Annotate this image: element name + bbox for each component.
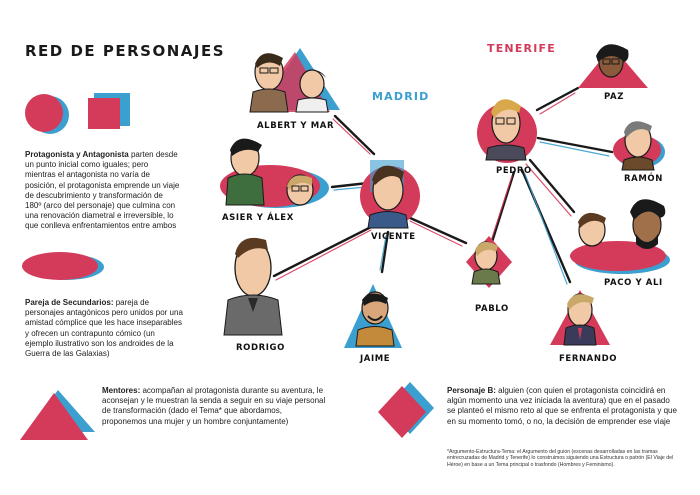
legend-protagonist-title: Protagonista y Antagonista [25,150,129,159]
legend-protagonist-body: parten desde un punto inicial como igual… [25,150,180,231]
city-label-tenerife: TENERIFE [487,42,556,55]
city-label-madrid: MADRID [372,90,430,103]
paz-illustration [578,44,648,88]
pedro-illustration [477,99,537,163]
jaime-illustration [344,284,402,348]
legend-character-b-text: Personaje B: alguien (con quien el prota… [447,386,677,427]
label-pedro: PEDRO [496,166,532,176]
legend-protagonist-text: Protagonista y Antagonista parten desde … [25,150,180,232]
rodrigo-illustration [223,237,283,336]
paco-ali-illustration [570,199,670,274]
legend-character-b-body: alguien (con quien el protagonista coinc… [447,386,677,426]
label-fernando: FERNANDO [559,354,618,364]
label-asier-alex: ASIER Y ÁLEX [222,213,294,223]
legend-mentors-shape [20,390,95,440]
albert-mar-illustration [249,48,340,113]
label-vicente: VICENTE [371,232,416,242]
legend-secondary-body: pareja de personajes antagónicos pero un… [25,298,183,359]
legend-secondary-shape [22,252,104,280]
pablo-illustration [466,236,512,288]
fernando-illustration [550,290,610,346]
legend-character-b-title: Personaje B: [447,386,496,395]
label-albert-mar: ALBERT Y MAR [257,121,335,131]
footnote: *Argumento-Estructura-Tema: el Argumento… [447,449,674,468]
vicente-illustration [360,160,420,229]
ramon-illustration [613,121,665,171]
label-paz: PAZ [604,92,624,102]
page-title: RED DE PERSONAJES [25,42,226,60]
legend-character-b-shape [378,382,434,438]
asier-alex-illustration [220,138,329,208]
legend-mentors-title: Mentores: [102,386,141,395]
legend-protagonist-shapes [25,93,130,134]
label-pablo: PABLO [475,304,509,314]
legend-secondary-text: Pareja de Secundarios: pareja de persona… [25,298,185,359]
legend-secondary-title: Pareja de Secundarios: [25,298,114,307]
label-rodrigo: RODRIGO [236,343,285,353]
label-paco-ali: PACO Y ALI [604,278,663,288]
label-ramon: RAMÓN [624,174,663,184]
legend-mentors-body: acompañan al protagonista durante su ave… [102,386,326,426]
legend-mentors-text: Mentores: acompañan al protagonista dura… [102,386,327,427]
connection-lines [272,86,614,285]
label-jaime: JAIME [360,354,391,364]
